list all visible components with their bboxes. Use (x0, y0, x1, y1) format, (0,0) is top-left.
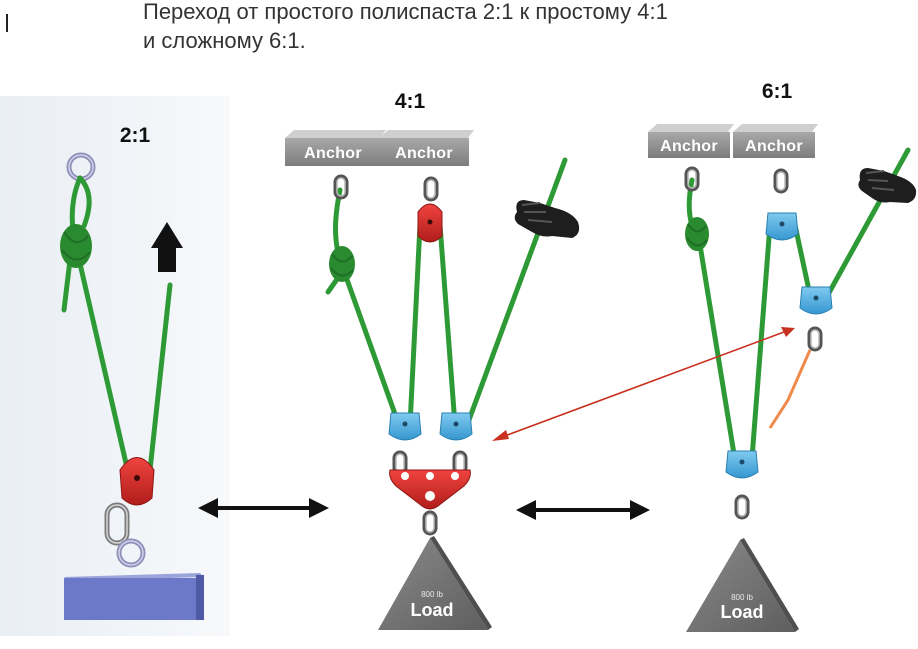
knot-icon (329, 246, 355, 282)
load-block: 800 lb Load (686, 538, 799, 632)
load-block: 800 lb Load (378, 536, 492, 630)
carabiner-icon (423, 176, 439, 202)
pulley-icon (417, 203, 443, 243)
panel-background (0, 96, 230, 636)
knot-icon (60, 175, 92, 268)
text-cursor-mark (6, 14, 8, 32)
caption-line-1: Переход от простого полиспаста 2:1 к про… (143, 0, 668, 24)
double-arrow-icon (516, 500, 650, 520)
ratio-label-2-1: 2:1 (120, 124, 151, 147)
carabiner-icon (773, 168, 789, 194)
anchor-block: Anchor (379, 130, 474, 166)
glove-icon (514, 200, 580, 238)
load-weight: 800 lb (731, 593, 753, 602)
anchor-label: Anchor (745, 138, 803, 155)
pulley-icon (799, 286, 833, 315)
pulley-icon (388, 412, 422, 441)
pulley-icon (725, 450, 759, 479)
double-arrow-icon (198, 498, 329, 518)
link-arrow (492, 327, 795, 441)
anchor-label: Anchor (304, 145, 362, 162)
pulley-icon (439, 412, 473, 441)
carabiner-icon (422, 510, 438, 536)
anchor-label: Anchor (395, 145, 453, 162)
caption: Переход от простого полиспаста 2:1 к про… (143, 0, 903, 55)
load-weight: 800 lb (421, 590, 443, 599)
load-label: Load (721, 602, 764, 622)
carabiner-icon (104, 502, 130, 546)
anchor-block: Anchor (285, 130, 386, 166)
load-label: Load (411, 600, 454, 620)
panel-4-1: 4:1 Anchor Anchor (285, 90, 580, 630)
carabiner-icon (807, 326, 823, 352)
glove-icon (858, 168, 917, 203)
carabiner-icon (734, 494, 750, 520)
anchor-block: Anchor (733, 124, 818, 158)
anchor-label: Anchor (660, 138, 718, 155)
pulley-icon (765, 212, 799, 241)
caption-line-2: и сложному 6:1. (143, 28, 306, 53)
pulley-icon (119, 457, 155, 506)
ratio-label-6-1: 6:1 (762, 80, 793, 103)
ring-icon (116, 538, 146, 568)
panel-2-1: 2:1 (0, 96, 230, 636)
anchor-block: Anchor (648, 124, 734, 158)
knot-icon (685, 217, 709, 251)
rigging-plate (389, 469, 471, 510)
prusik-cord (768, 349, 812, 429)
ratio-label-4-1: 4:1 (395, 90, 426, 113)
base-block (64, 573, 204, 620)
up-arrow-icon (151, 222, 183, 272)
panel-6-1: 6:1 Anchor Anchor (648, 80, 917, 632)
